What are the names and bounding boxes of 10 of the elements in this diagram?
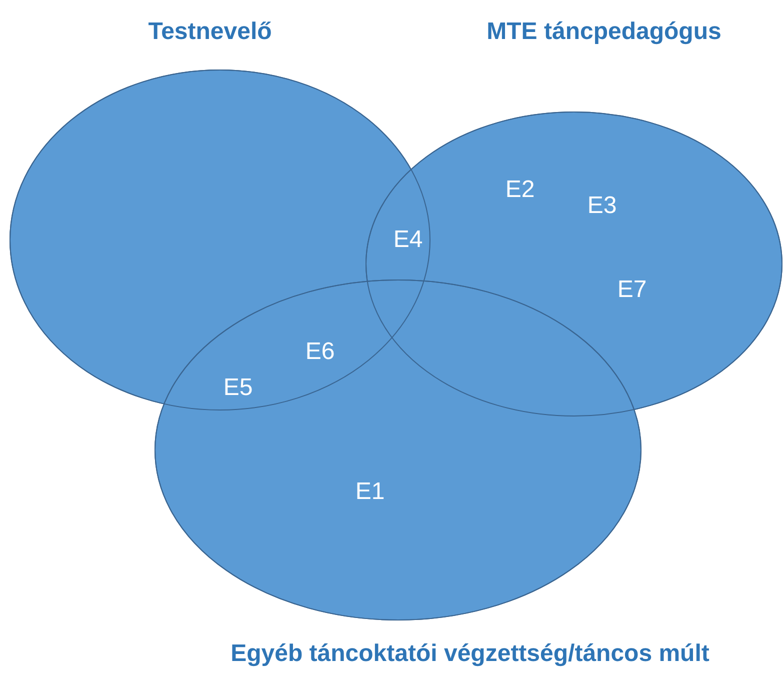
set-heading: Egyéb táncoktatói végzettség/táncos múlt [230, 640, 710, 668]
region-label: E3 [587, 192, 617, 220]
region-label: E2 [505, 176, 535, 204]
region-label: E1 [355, 478, 385, 506]
region-label: E5 [223, 374, 253, 402]
set-heading: Testnevelő [148, 18, 272, 46]
region-label: E7 [617, 276, 647, 304]
set-heading: MTE táncpedagógus [486, 18, 722, 46]
region-label: E6 [305, 338, 335, 366]
region-label: E4 [393, 226, 423, 254]
